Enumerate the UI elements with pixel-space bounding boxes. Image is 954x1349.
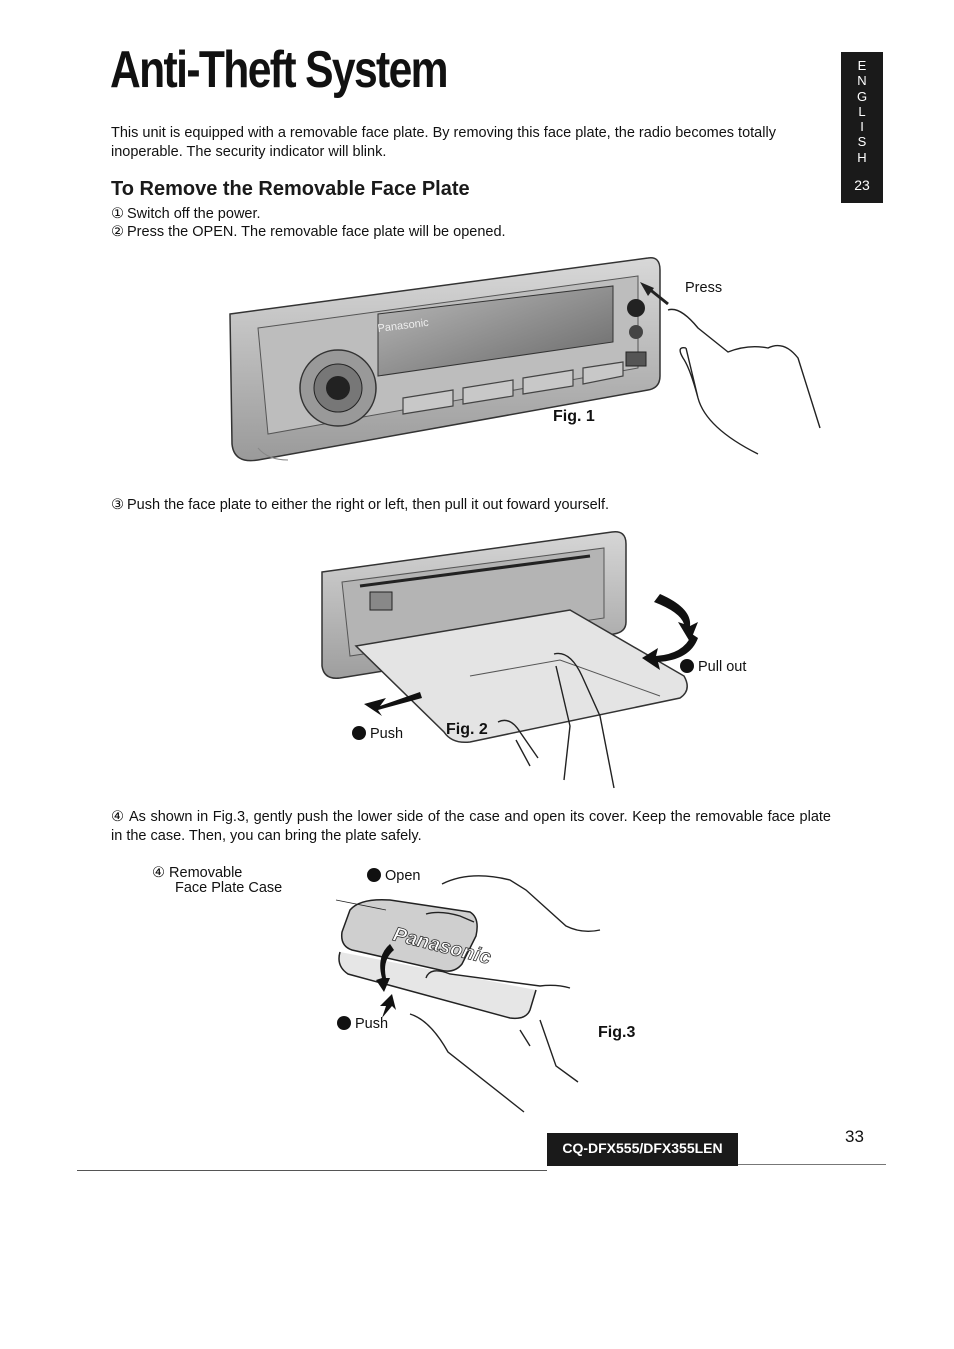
footer-rule (738, 1164, 886, 1165)
fig2-pull-out-callout: Pull out (680, 659, 746, 675)
fig2-label: Fig. 2 (446, 721, 488, 738)
fig2-push-text: Push (370, 726, 404, 742)
step-marker-icon (680, 659, 694, 673)
fig1-press-callout: Press (685, 280, 723, 296)
tab-letter: S (857, 134, 867, 150)
fig3-case-callout: ④ Removable Face Plate Case (152, 866, 282, 896)
model-number-badge: CQ-DFX555/DFX355LEN (547, 1133, 738, 1166)
step-text: Press the OPEN. The removable face plate… (127, 224, 506, 240)
tab-letter: G (856, 88, 868, 104)
tab-letter: L (858, 103, 866, 119)
page-title: Anti-Theft System (110, 41, 449, 99)
fig2-pull-out-text: Pull out (698, 659, 747, 675)
step-number: ① (111, 206, 124, 222)
fig3-case-number: ④ (152, 865, 165, 881)
fig3-case-line2: Face Plate Case (175, 880, 283, 896)
step-text: Switch off the power. (127, 206, 261, 222)
fig3-push-callout: Push (337, 1016, 388, 1032)
fig3-open-callout: Open (367, 868, 420, 884)
step-number: ④ (111, 809, 124, 825)
language-letters: E N G L I S H (841, 58, 883, 165)
step-marker-icon (352, 726, 366, 740)
tab-letter: I (860, 119, 864, 135)
step-marker-icon (367, 868, 381, 882)
intro-paragraph: This unit is equipped with a removable f… (111, 125, 776, 160)
tab-letter: E (857, 58, 867, 73)
fig3-open-text: Open (385, 868, 421, 884)
fig2-faceplate-illustration (321, 531, 698, 789)
fig1-radio-illustration: Panasonic (229, 257, 821, 462)
language-side-tab: E N G L I S H 23 (841, 52, 883, 203)
step-text: Push the face plate to either the right … (127, 497, 609, 513)
fig3-case-line1: Removable (169, 865, 243, 881)
fig3-label: Fig.3 (598, 1024, 636, 1041)
step-number: ③ (111, 497, 124, 513)
tab-letter: H (857, 149, 867, 165)
step-text: As shown in Fig.3, gently push the lower… (111, 809, 831, 844)
fig1-label: Fig. 1 (553, 408, 595, 425)
step-marker-icon (337, 1016, 351, 1030)
tab-letter: N (857, 73, 867, 89)
fig2-push-callout: Push (352, 726, 403, 742)
footer-rule (77, 1170, 547, 1171)
section-page-number: 23 (854, 177, 870, 193)
section-heading: To Remove the Removable Face Plate (111, 178, 470, 200)
fig3-push-text: Push (355, 1016, 389, 1032)
fig3-case-illustration: Panasonic (335, 875, 601, 1113)
page-number: 33 (845, 1127, 864, 1146)
step-number: ② (111, 224, 124, 240)
